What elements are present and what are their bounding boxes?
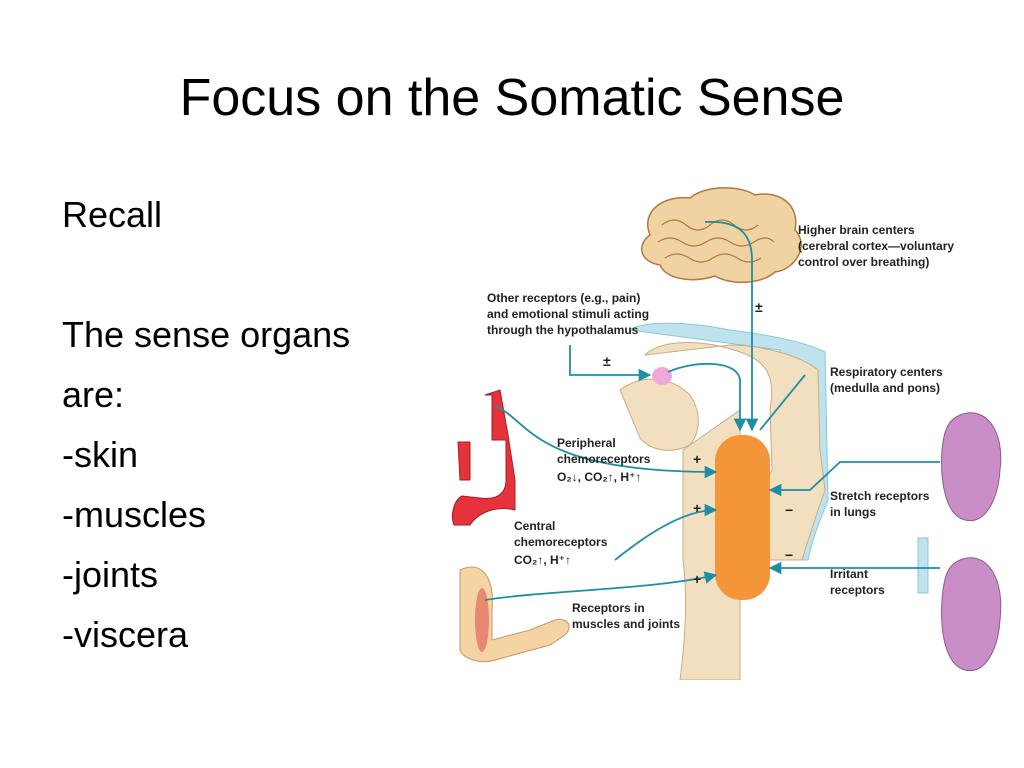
respiratory-center-icon	[715, 435, 770, 600]
brain-icon	[640, 187, 802, 284]
lung-bottom-icon	[917, 537, 1002, 672]
sign-hypothalamus: ±	[603, 353, 611, 369]
label-muscle-joint: Receptors in muscles and joints	[572, 601, 680, 631]
body-line-viscera: -viscera	[62, 614, 189, 655]
sign-central: +	[693, 500, 701, 516]
sign-brain: ±	[755, 299, 763, 315]
slide-title: Focus on the Somatic Sense	[179, 69, 845, 127]
body-line-recall: Recall	[62, 194, 163, 235]
sign-irritant: −	[785, 547, 793, 563]
label-higher-brain: Higher brain centers (cerebral cortex—vo…	[798, 223, 957, 269]
label-other-receptors: Other receptors (e.g., pain) and emotion…	[487, 291, 652, 337]
label-peripheral: Peripheral chemoreceptors O₂↓, CO₂↑, H⁺↑	[557, 436, 654, 484]
sign-peripheral: +	[693, 451, 701, 467]
body-line-joints: -joints	[62, 554, 159, 595]
hypothalamus-icon	[652, 367, 672, 385]
body-line-are: are:	[62, 374, 125, 415]
sign-stretch: −	[785, 502, 793, 518]
body-line-sense-organs: The sense organs	[62, 314, 351, 355]
artery-icon	[451, 389, 516, 526]
label-irritant: Irritant receptors	[830, 567, 885, 597]
label-stretch: Stretch receptors in lungs	[830, 489, 933, 519]
respiratory-control-diagram: Higher brain centers (cerebral cortex—vo…	[451, 187, 1002, 680]
body-line-blank	[62, 245, 350, 305]
pathway-arrows	[484, 221, 940, 601]
body-line-skin: -skin	[62, 434, 139, 475]
arm-icon	[459, 566, 570, 663]
body-text: Recall The sense organs are: -skin -musc…	[62, 185, 350, 665]
label-respiratory-centers: Respiratory centers (medulla and pons)	[830, 365, 946, 395]
label-central: Central chemoreceptors CO₂↑, H⁺↑	[514, 519, 611, 567]
lung-top-icon	[941, 412, 1002, 522]
body-line-muscles: -muscles	[62, 494, 207, 535]
sign-muscle: +	[693, 571, 701, 587]
